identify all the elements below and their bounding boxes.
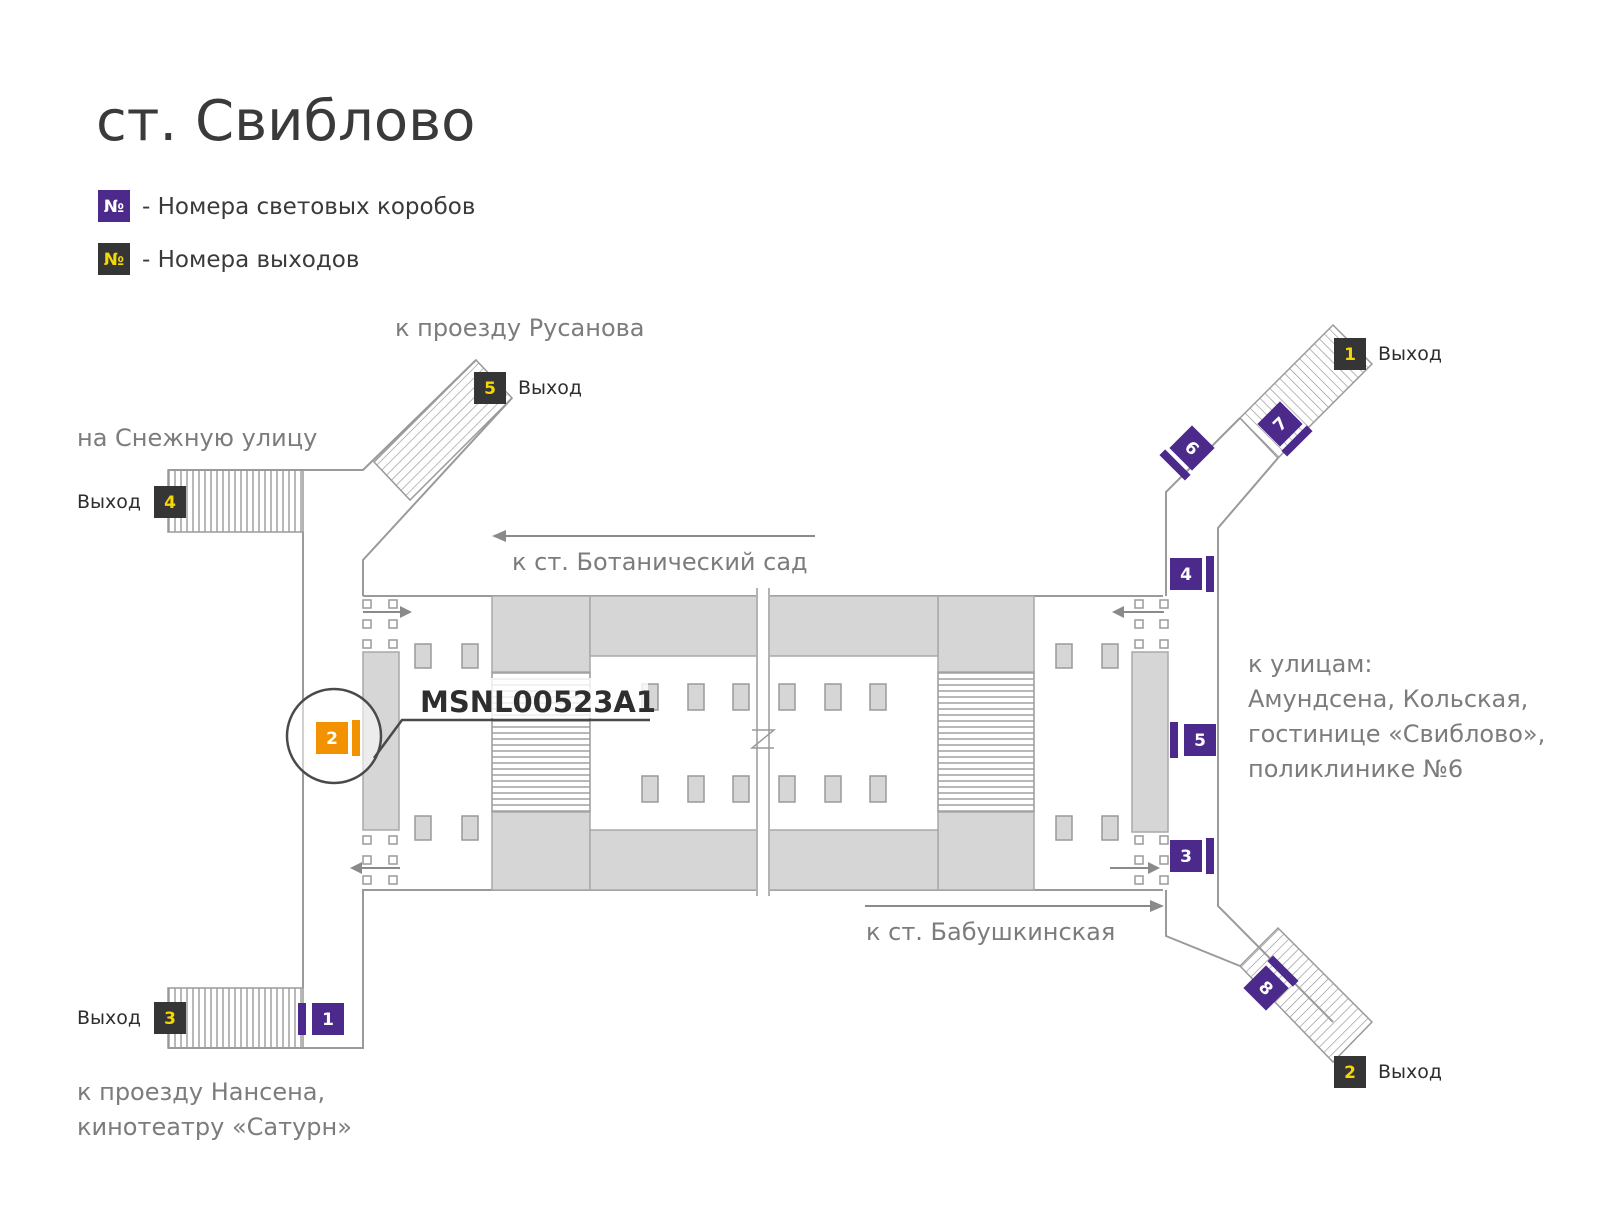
station-title: ст. Свиблово: [96, 89, 475, 154]
direction-streets-line-3: гостинице «Свиблово»,: [1248, 720, 1545, 748]
exit-2-label: Выход: [1378, 1061, 1442, 1083]
direction-streets-line-2: Амундсена, Кольская,: [1248, 685, 1528, 713]
direction-rusanova: к проезду Русанова: [395, 314, 645, 342]
exit-marker-3[interactable]: 3 Выход: [77, 1002, 186, 1034]
direction-snezhnaya: на Снежную улицу: [77, 424, 317, 452]
right-turnstiles-top: [1134, 599, 1169, 649]
legend-lightbox: № - Номера световых коробов: [98, 190, 475, 222]
direction-streets-line-1: к улицам:: [1248, 650, 1373, 678]
svg-text:2: 2: [326, 729, 338, 749]
left-vestibule: [167, 358, 1163, 1049]
exit-marker-1[interactable]: 1 Выход: [1334, 338, 1442, 370]
lightbox-marker-6[interactable]: 6: [1159, 424, 1216, 481]
direction-nansena-line-1: к проезду Нансена,: [77, 1078, 325, 1106]
svg-text:5: 5: [484, 379, 496, 399]
svg-text:5: 5: [1194, 731, 1206, 751]
direction-streets-line-4: поликлинике №6: [1248, 755, 1463, 783]
escalators-right: [937, 671, 1035, 813]
exit-5-label: Выход: [518, 377, 582, 399]
svg-text:4: 4: [164, 493, 176, 513]
direction-babushkinskaya: к ст. Бабушкинская: [866, 918, 1115, 946]
lightbox-marker-5[interactable]: 5: [1170, 722, 1216, 758]
lightbox-marker-3[interactable]: 3: [1170, 838, 1214, 874]
lightbox-marker-4[interactable]: 4: [1170, 556, 1214, 592]
svg-text:1: 1: [1344, 345, 1356, 365]
lightbox-marker-1[interactable]: 1: [298, 1003, 344, 1035]
lightbox-legend-label: - Номера световых коробов: [142, 194, 475, 220]
left-turnstiles-bottom: [362, 835, 398, 885]
exit-3-label: Выход: [77, 1007, 141, 1029]
exit-1-label: Выход: [1378, 343, 1442, 365]
direction-botanichesky: к ст. Ботанический сад: [512, 548, 808, 576]
legend-exit: № - Номера выходов: [98, 243, 359, 275]
exit-legend-label: - Номера выходов: [142, 247, 359, 273]
svg-text:3: 3: [1180, 847, 1192, 867]
lightbox-legend-swatch: [98, 190, 130, 222]
exit-legend-symbol: №: [104, 250, 124, 270]
exit-marker-2[interactable]: 2 Выход: [1334, 1056, 1442, 1088]
right-cashier-booth: [1131, 651, 1169, 833]
right-turnstiles-bottom: [1134, 835, 1169, 885]
stairs-exit-3: [167, 987, 304, 1049]
svg-text:2: 2: [1344, 1063, 1356, 1083]
central-hall: [491, 588, 1035, 896]
svg-text:3: 3: [164, 1009, 176, 1029]
highlighted-lightbox-2[interactable]: 2 MSNL00523A1: [285, 678, 656, 785]
left-turnstiles-top: [362, 599, 398, 649]
exit-4-label: Выход: [77, 491, 141, 513]
exit-marker-4[interactable]: 4 Выход: [77, 486, 186, 518]
svg-text:4: 4: [1180, 565, 1192, 585]
exit-marker-5[interactable]: 5 Выход: [474, 372, 582, 404]
svg-text:1: 1: [322, 1010, 334, 1030]
exit-legend-swatch: [98, 243, 130, 275]
direction-nansena-line-2: кинотеатру «Сатурн»: [77, 1113, 352, 1141]
stairs-exit-4: [167, 469, 304, 533]
highlighted-lightbox-code: MSNL00523A1: [420, 685, 656, 719]
lightbox-legend-symbol: №: [104, 197, 124, 217]
